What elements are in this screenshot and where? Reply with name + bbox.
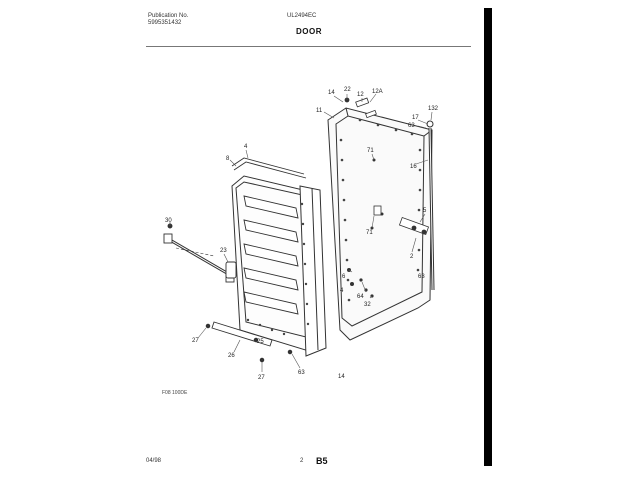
top-gasket-strip bbox=[231, 157, 307, 179]
page-edge-bar bbox=[484, 8, 492, 466]
callout-14: 14 bbox=[328, 90, 335, 96]
callout-4: 4 bbox=[340, 288, 344, 294]
page-title: DOOR bbox=[296, 27, 322, 36]
latch-bracket bbox=[225, 261, 237, 279]
callout-8: 8 bbox=[226, 156, 230, 162]
door-frame bbox=[327, 107, 433, 341]
callout-leaders bbox=[169, 93, 433, 372]
callout-5: 5 bbox=[423, 208, 427, 214]
top-clips bbox=[344, 97, 377, 119]
panel-fastener-dots bbox=[246, 202, 310, 336]
callout-4-gasket: 4 bbox=[244, 144, 248, 150]
callout-27-left: 27 bbox=[192, 338, 199, 344]
hinge-rod bbox=[426, 120, 435, 291]
footer-date: 04/98 bbox=[146, 458, 162, 464]
hinge-bracket bbox=[373, 205, 430, 236]
publication-number: 5995351432 bbox=[148, 20, 182, 26]
footer-page-number: 2 bbox=[300, 458, 304, 464]
callout-63-top: 63 bbox=[408, 123, 415, 129]
callout-22: 22 bbox=[344, 87, 351, 93]
callout-23: 23 bbox=[220, 248, 227, 254]
callout-71-top: 71 bbox=[367, 148, 374, 154]
callout-16: 16 bbox=[410, 164, 417, 170]
inner-door-panel bbox=[231, 175, 327, 357]
callout-12: 12 bbox=[357, 92, 364, 98]
callout-6: 6 bbox=[342, 274, 346, 280]
callout-14-bottom: 14 bbox=[338, 374, 345, 380]
callout-71-mid: 71 bbox=[366, 230, 373, 236]
header-divider bbox=[146, 46, 471, 47]
callout-64: 64 bbox=[357, 294, 364, 300]
callout-27-bottom: 27 bbox=[258, 375, 265, 381]
callout-labels: 22 14 12 12A 132 11 17 63 71 16 5 71 2 6… bbox=[165, 87, 439, 381]
publication-label: Publication No. bbox=[148, 13, 189, 19]
model-number: UL2494EC bbox=[287, 13, 317, 19]
callout-30: 30 bbox=[165, 218, 172, 224]
callout-25: 25 bbox=[257, 339, 264, 345]
callout-26: 26 bbox=[228, 353, 235, 359]
frame-fastener-dots bbox=[339, 118, 422, 302]
figure-code: F08 100DE bbox=[162, 390, 188, 396]
door-shelves bbox=[243, 195, 299, 315]
footer-section-code: B5 bbox=[316, 456, 328, 466]
callout-17: 17 bbox=[412, 115, 419, 121]
callout-2: 2 bbox=[410, 254, 414, 260]
callout-12a: 12A bbox=[372, 89, 383, 95]
callout-11: 11 bbox=[316, 108, 323, 114]
callout-132: 132 bbox=[428, 106, 439, 112]
callout-63-bottom: 63 bbox=[298, 370, 305, 376]
bottom-kick-plate bbox=[205, 321, 293, 363]
publication-block: Publication No. 5995351432 bbox=[148, 13, 188, 27]
callout-63-mid: 63 bbox=[418, 274, 425, 280]
callout-32: 32 bbox=[364, 302, 371, 308]
